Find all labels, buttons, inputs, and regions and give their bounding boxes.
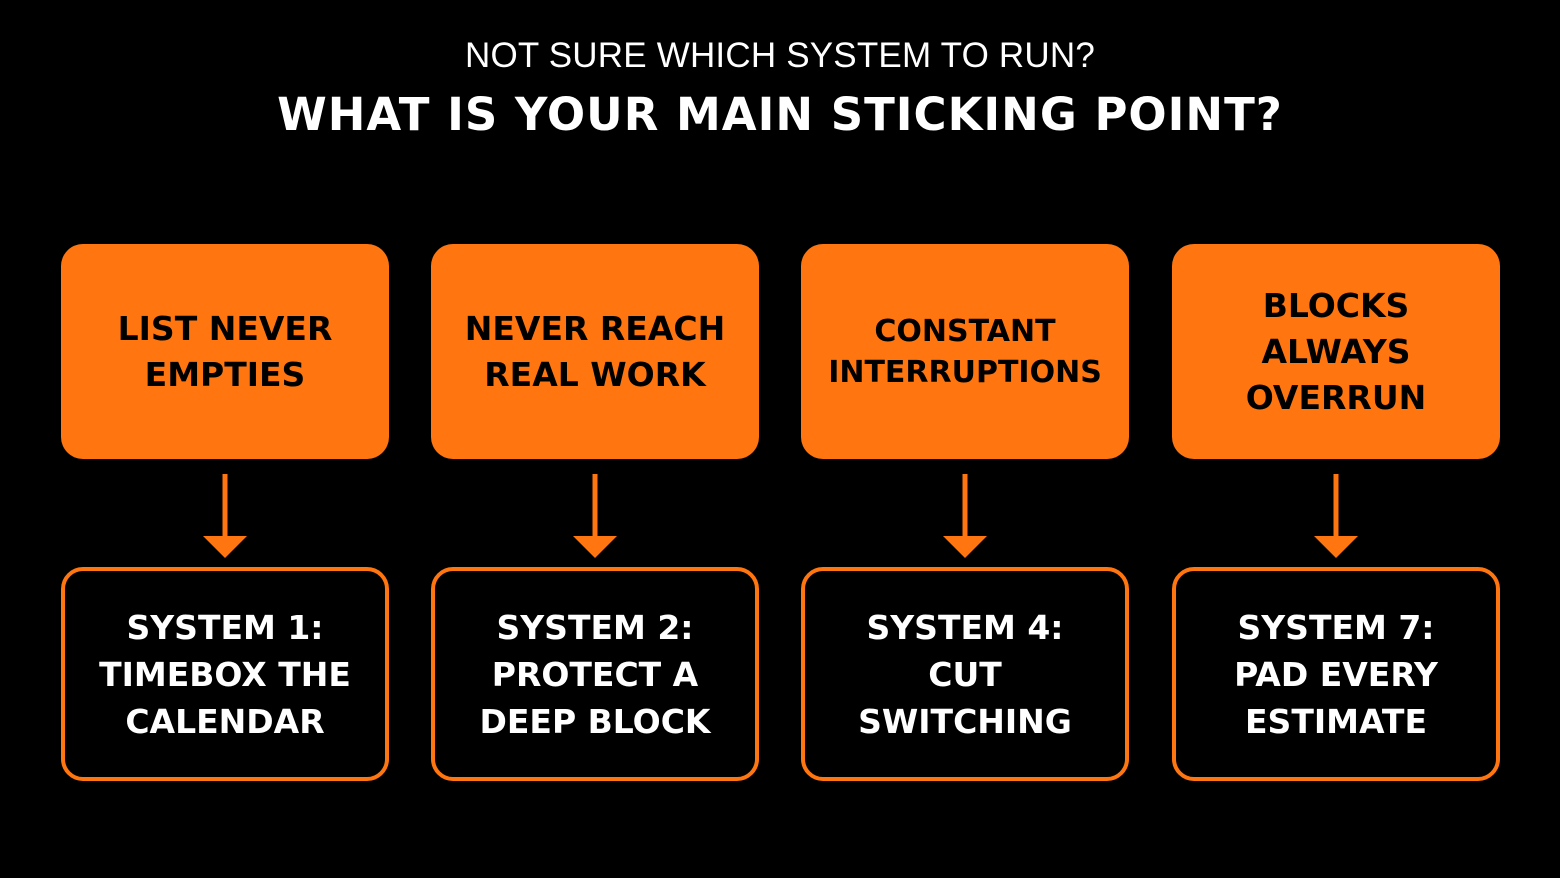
problem-box: CONSTANT INTERRUPTIONS	[801, 244, 1129, 459]
solution-label: SYSTEM 2: PROTECT A DEEP BLOCK	[479, 607, 711, 741]
problem-label: NEVER REACH REAL WORK	[464, 308, 726, 394]
problem-label: LIST NEVER EMPTIES	[117, 308, 333, 394]
problem-box: LIST NEVER EMPTIES	[61, 244, 389, 459]
solution-label: SYSTEM 1: TIMEBOX THE CALENDAR	[99, 607, 351, 741]
solution-box: SYSTEM 1: TIMEBOX THE CALENDAR	[61, 567, 389, 781]
solution-label: SYSTEM 7: PAD EVERY ESTIMATE	[1234, 607, 1438, 741]
solution-box: SYSTEM 7: PAD EVERY ESTIMATE	[1172, 567, 1500, 781]
solution-box: SYSTEM 2: PROTECT A DEEP BLOCK	[431, 567, 759, 781]
solution-box: SYSTEM 4: CUT SWITCHING	[801, 567, 1129, 781]
page-title: WHAT IS YOUR MAIN STICKING POINT?	[277, 88, 1283, 141]
down-arrow-icon	[203, 474, 247, 558]
problem-box: BLOCKS ALWAYS OVERRUN	[1172, 244, 1500, 459]
problem-label: CONSTANT INTERRUPTIONS	[828, 313, 1102, 390]
problem-box: NEVER REACH REAL WORK	[431, 244, 759, 459]
down-arrow-icon	[943, 474, 987, 558]
problem-label: BLOCKS ALWAYS OVERRUN	[1245, 285, 1427, 417]
down-arrow-icon	[1314, 474, 1358, 558]
down-arrow-icon	[573, 474, 617, 558]
page-subtitle: NOT SURE WHICH SYSTEM TO RUN?	[464, 36, 1096, 75]
solution-label: SYSTEM 4: CUT SWITCHING	[858, 607, 1072, 741]
